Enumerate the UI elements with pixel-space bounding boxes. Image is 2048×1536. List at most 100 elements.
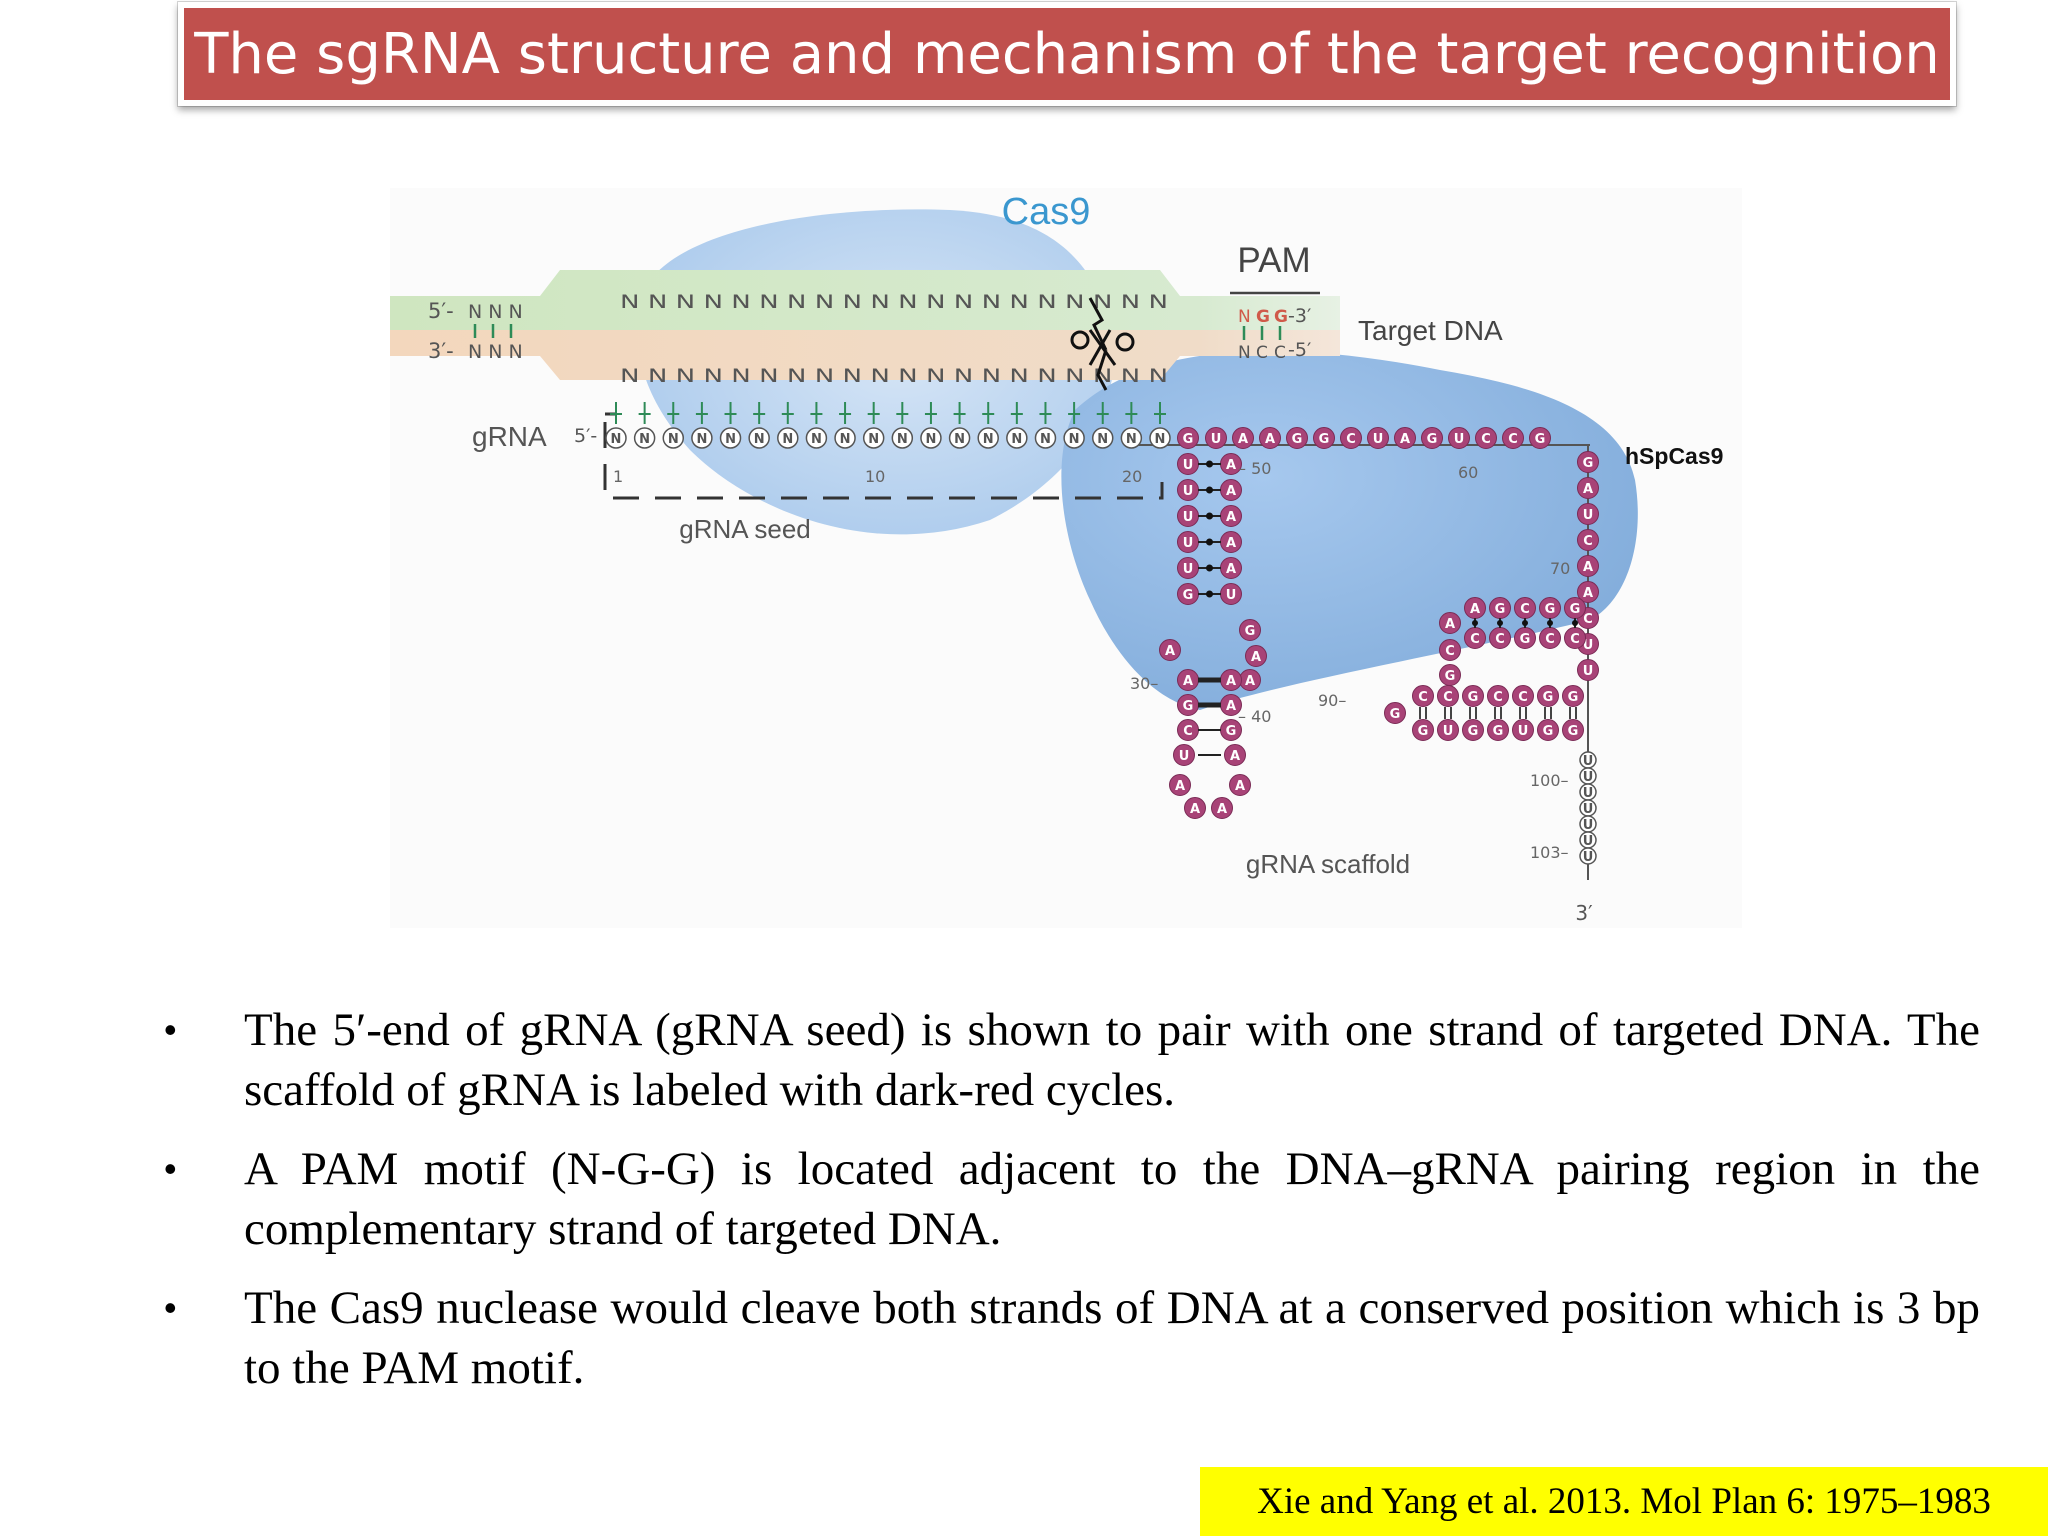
seed-bond xyxy=(1096,402,1109,424)
citation-text: Xie and Yang et al. 2013. Mol Plan 6: 19… xyxy=(1257,1481,1991,1522)
scaffold-base: G xyxy=(1462,719,1484,741)
scaffold-base: G xyxy=(1514,627,1536,649)
svg-text:U: U xyxy=(1583,834,1594,849)
scaffold-tail-base: U xyxy=(1579,799,1597,817)
grna-seed-base: N xyxy=(719,427,742,449)
lower-pair-bond xyxy=(1519,707,1527,719)
svg-text:U: U xyxy=(1179,749,1190,764)
svg-text:U: U xyxy=(1183,484,1194,499)
svg-text:G: G xyxy=(1245,624,1256,639)
scaffold-base: G xyxy=(1577,451,1599,473)
position-numbers: 1 10 20 30– – 40 – 50 60 70 90– 100– 103… xyxy=(613,459,1570,862)
svg-text:N: N xyxy=(926,432,937,447)
grna-seed-base: N xyxy=(1091,427,1114,449)
svg-text:A: A xyxy=(1226,536,1236,551)
scaffold-base: C xyxy=(1464,627,1486,649)
bullet-item-3: •The Cas9 nuclease would cleave both str… xyxy=(150,1278,1980,1398)
svg-text:A: A xyxy=(1226,562,1236,577)
svg-text:N: N xyxy=(668,432,679,447)
svg-text:N: N xyxy=(868,432,879,447)
svg-text:A: A xyxy=(1583,586,1593,601)
svg-text:N: N xyxy=(840,432,851,447)
svg-text:U: U xyxy=(1211,432,1222,447)
bullet-marker: • xyxy=(164,1148,177,1189)
svg-text:C: C xyxy=(1495,632,1505,647)
seed-bond xyxy=(810,402,823,424)
svg-text:G: G xyxy=(1427,432,1438,447)
scaffold-base: A xyxy=(1577,477,1599,499)
scaffold-base: A xyxy=(1577,555,1599,577)
top-five-prime: 5′- xyxy=(428,299,454,323)
scaffold-base: G xyxy=(1177,583,1199,605)
scaffold-base: C xyxy=(1412,685,1434,707)
svg-text:G: G xyxy=(1545,602,1556,617)
svg-text:U: U xyxy=(1226,588,1237,603)
scaffold-base: A xyxy=(1220,479,1242,501)
svg-text:G: G xyxy=(1183,588,1194,603)
scaffold-base: U xyxy=(1177,531,1199,553)
lower-pair-bond xyxy=(1569,707,1577,719)
scaffold-base: C xyxy=(1439,639,1461,661)
grna-seed-base: N xyxy=(1120,427,1143,449)
scaffold-base: A xyxy=(1232,427,1254,449)
scaffold-base: C xyxy=(1487,685,1509,707)
seed-bond xyxy=(638,402,651,424)
grna-seed-base: N xyxy=(834,427,856,449)
svg-text:A: A xyxy=(1226,510,1236,525)
scaffold-base: G xyxy=(1529,427,1551,449)
grna-seed-base: N xyxy=(605,427,627,449)
svg-text:U: U xyxy=(1183,510,1194,525)
scaffold-base: C xyxy=(1177,719,1199,741)
svg-text:U: U xyxy=(1183,458,1194,473)
scaffold-base: U xyxy=(1205,427,1227,449)
svg-text:A: A xyxy=(1238,432,1248,447)
svg-text:C: C xyxy=(1493,690,1503,705)
svg-text:A: A xyxy=(1175,779,1185,794)
svg-text:N: N xyxy=(611,432,622,447)
scaffold-base: C xyxy=(1340,427,1362,449)
pos-90: 90– xyxy=(1318,691,1346,710)
pos-100: 100– xyxy=(1530,771,1569,790)
scaffold-tail-base: U xyxy=(1579,751,1597,769)
scaffold-base: U xyxy=(1177,453,1199,475)
svg-text:C: C xyxy=(1545,632,1555,647)
scaffold-base: G xyxy=(1537,685,1559,707)
pos-30: 30– xyxy=(1130,674,1158,693)
scaffold-base: U xyxy=(1173,744,1195,766)
grna-seed-base: N xyxy=(1006,427,1028,449)
svg-text:G: G xyxy=(1468,724,1479,739)
bottom-pam-n: N xyxy=(1238,343,1251,363)
title-banner: The sgRNA structure and mechanism of the… xyxy=(178,2,1956,106)
grna-seed-base: N xyxy=(777,427,799,449)
svg-text:A: A xyxy=(1183,674,1193,689)
scaffold-base: C xyxy=(1514,597,1536,619)
scaffold-base: U xyxy=(1448,427,1470,449)
svg-text:U: U xyxy=(1518,724,1529,739)
svg-text:N: N xyxy=(696,432,707,447)
svg-text:A: A xyxy=(1400,432,1410,447)
svg-text:C: C xyxy=(1570,632,1580,647)
svg-text:G: G xyxy=(1543,690,1554,705)
svg-text:C: C xyxy=(1445,644,1455,659)
hairpin-pair-bond xyxy=(1522,618,1528,628)
top-three-prime: -3′ xyxy=(1288,305,1311,327)
scaffold-base: G xyxy=(1462,685,1484,707)
pos-1: 1 xyxy=(613,467,623,486)
svg-text:G: G xyxy=(1570,602,1581,617)
top-pam-g1: G xyxy=(1256,307,1270,327)
svg-text:N: N xyxy=(725,432,736,447)
scaffold-base: U xyxy=(1437,719,1459,741)
svg-text:C: C xyxy=(1346,432,1356,447)
scaffold-base: C xyxy=(1475,427,1497,449)
svg-text:A: A xyxy=(1245,674,1255,689)
scaffold-base: C xyxy=(1539,627,1561,649)
svg-text:G: G xyxy=(1568,724,1579,739)
scaffold-base: G xyxy=(1564,597,1586,619)
svg-text:N: N xyxy=(983,432,994,447)
seed-bond xyxy=(982,402,995,424)
bottom-protospacer: N N N N N N N N N N N N N N N N N N N N xyxy=(620,365,1168,387)
scaffold-base: A xyxy=(1220,531,1242,553)
pos-40: – 40 xyxy=(1238,707,1271,726)
svg-text:G: G xyxy=(1493,724,1504,739)
seed-bond xyxy=(781,402,794,424)
